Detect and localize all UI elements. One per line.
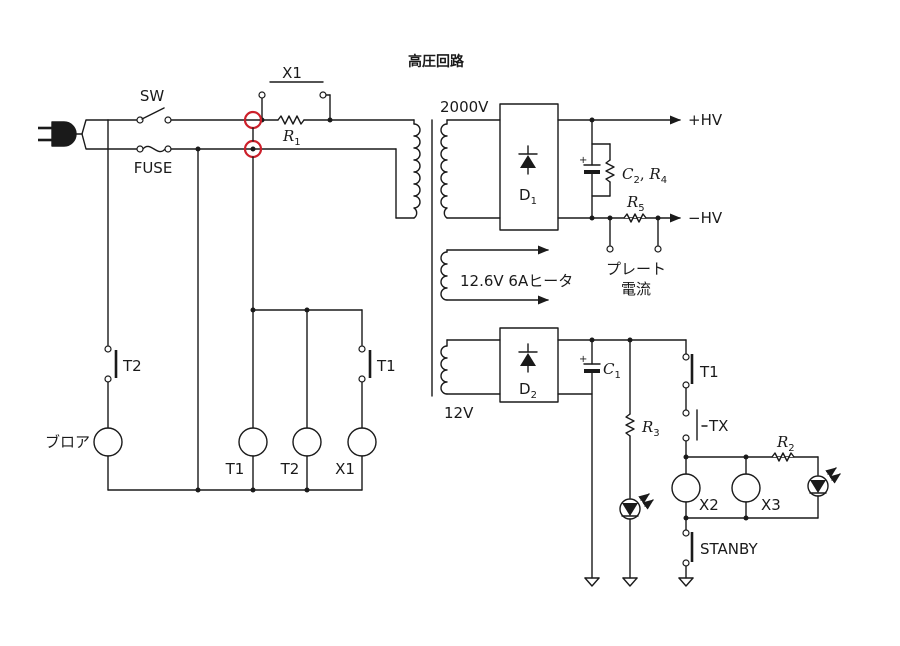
tx-label: TX	[708, 417, 728, 435]
plate-current-label-1: プレート	[606, 260, 666, 278]
r5-label: R5	[626, 193, 645, 214]
rectifier-d1	[499, 103, 682, 231]
x3-label: X3	[761, 496, 781, 514]
t2-switch-label: T2	[122, 357, 142, 375]
main-power-line	[107, 81, 415, 125]
standby-switch	[678, 529, 694, 587]
blower-label: ブロア	[45, 433, 90, 451]
d1-label: D1	[519, 186, 537, 207]
v12-label: 12V	[444, 404, 474, 422]
transformer	[413, 119, 550, 397]
fuse-label: FUSE	[134, 159, 173, 177]
x2-label: X2	[699, 496, 719, 514]
r3-label: R3	[641, 418, 660, 439]
control-switches-right	[682, 339, 819, 475]
c2-plus-sign: +	[579, 155, 587, 166]
relay-coils-x2-x3	[671, 452, 841, 531]
resistor-r5-plate	[606, 213, 662, 253]
plate-current-label-2: 電流	[621, 280, 651, 298]
standby-label: STANBY	[700, 540, 758, 558]
capacitor-c2-r4	[583, 119, 615, 219]
rectifier-d2	[499, 327, 687, 403]
c1-plus-sign: +	[579, 354, 587, 365]
capacitor-c1	[583, 339, 601, 587]
sw-label: SW	[140, 87, 165, 105]
r2-label: R2	[776, 433, 795, 454]
diagram-title: 高圧回路	[408, 53, 465, 70]
c1-label: C1	[603, 360, 621, 381]
hv-voltage-label: 2000V	[440, 98, 489, 116]
coil-t2-label: T2	[280, 460, 300, 478]
coil-x1-label: X1	[335, 460, 355, 478]
x1-relay-label: X1	[282, 64, 302, 82]
ac-plug-icon	[38, 119, 109, 150]
left-control-circuit	[93, 119, 377, 493]
r1-label: R1	[282, 127, 301, 148]
minus-hv-label: −HV	[688, 209, 723, 227]
d2-label: D2	[519, 380, 537, 401]
t1-switch-label: T1	[376, 357, 396, 375]
coil-t1-label: T1	[225, 460, 245, 478]
resistor-r3-led	[619, 339, 654, 587]
t1-switch-right-label: T1	[699, 363, 719, 381]
plus-hv-label: +HV	[688, 111, 723, 129]
c2-r4-label: C2, R4	[622, 165, 667, 186]
fuse-line	[107, 145, 415, 219]
heater-label: 12.6V 6Aヒータ	[460, 272, 573, 290]
